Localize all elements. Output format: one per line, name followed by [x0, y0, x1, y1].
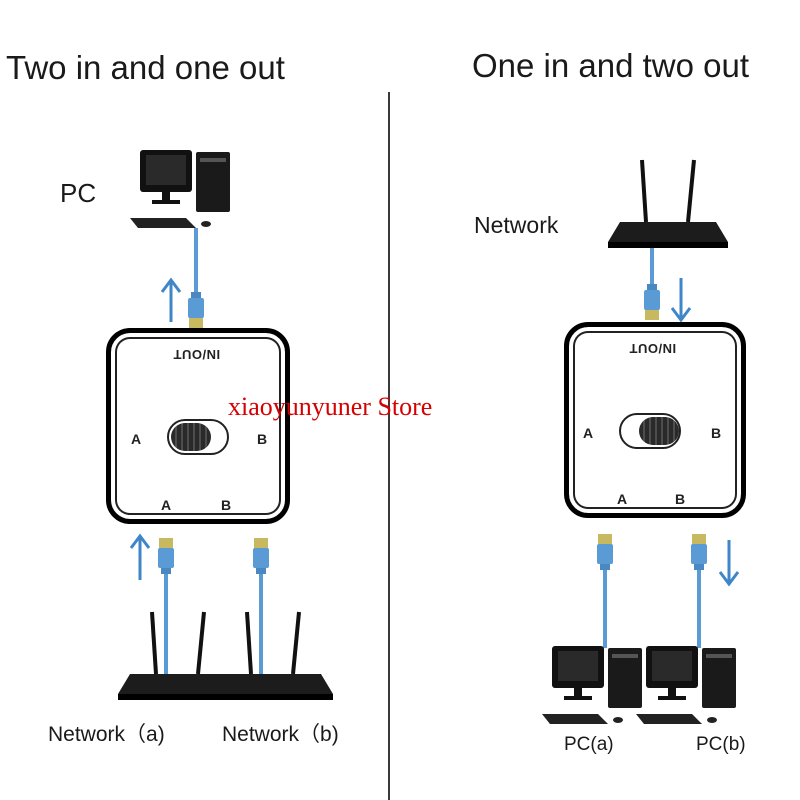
right-toggle-knob: [639, 417, 679, 445]
right-toggle-switch[interactable]: [619, 413, 681, 449]
right-pc-a-icon: [542, 646, 642, 724]
left-net-b-plug-icon: [253, 538, 269, 574]
left-bottom-a-label: A: [161, 497, 172, 513]
left-side-a-label: A: [131, 431, 142, 447]
right-arrow-down-icon-2: [718, 540, 740, 587]
left-network-b-label: Network（b): [222, 723, 339, 746]
left-bottom-b-label: B: [221, 497, 232, 513]
left-pc-icon: [130, 150, 230, 228]
left-net-a-plug-icon: [158, 538, 174, 574]
right-side-b-label: B: [711, 425, 722, 441]
right-switch-box: IN/OUT A B A B: [564, 322, 746, 518]
right-pc-b-icon: [636, 646, 736, 724]
left-title: Two in and one out: [6, 49, 285, 86]
right-network-label: Network: [474, 212, 559, 238]
right-arrow-down-icon: [670, 278, 692, 323]
left-inout-label: IN/OUT: [173, 347, 221, 362]
right-bottom-b-label: B: [675, 491, 686, 507]
right-net-plug-icon: [644, 284, 660, 320]
left-router-b-icon: [211, 610, 335, 702]
right-pc-a-plug-icon: [597, 534, 613, 570]
store-watermark: xiaoyunyuner Store: [228, 392, 433, 421]
left-side-b-label: B: [257, 431, 268, 447]
left-network-a-label: Network（a): [48, 723, 165, 746]
right-inout-label: IN/OUT: [629, 341, 677, 356]
center-divider: [388, 92, 390, 800]
right-router-icon: [606, 158, 730, 250]
left-switch-box: IN/OUT A B A B: [106, 328, 290, 524]
left-arrow-up-icon-2: [129, 533, 151, 580]
right-bottom-a-label: A: [617, 491, 628, 507]
right-pc-a-label: PC(a): [564, 734, 614, 755]
left-toggle-knob: [171, 423, 211, 451]
right-side-a-label: A: [583, 425, 594, 441]
right-pc-b-label: PC(b): [696, 734, 746, 755]
right-pc-b-plug-icon: [691, 534, 707, 570]
left-toggle-switch[interactable]: [167, 419, 229, 455]
left-pc-plug-icon: [188, 292, 204, 328]
left-arrow-up-icon: [160, 277, 182, 322]
right-title: One in and two out: [472, 47, 750, 84]
left-pc-label: PC: [60, 178, 97, 208]
